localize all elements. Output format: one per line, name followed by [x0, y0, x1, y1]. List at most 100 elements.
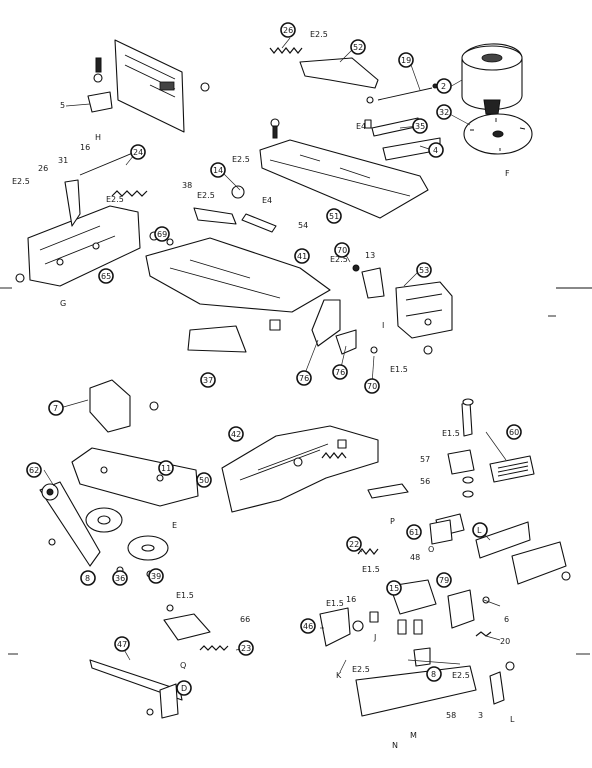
callout-label: 16 [80, 143, 90, 152]
callout-label: 48 [410, 553, 420, 562]
callout-label: E1.5 [442, 429, 460, 438]
callout-label: 47 [117, 640, 127, 649]
callout-label: E [172, 521, 177, 530]
callout-label: E2.5 [310, 30, 328, 39]
callout-label: 53 [419, 266, 429, 275]
callout-label: E2.5 [232, 155, 250, 164]
callout-label: 42 [231, 430, 241, 439]
callout-label: 2 [441, 82, 446, 91]
callout-label: Q [180, 661, 186, 670]
callout-label: 57 [420, 455, 430, 464]
callout-ring [346, 536, 362, 552]
callout-label: 35 [415, 122, 425, 131]
callout-ring [114, 636, 130, 652]
crop-marks [0, 287, 592, 655]
callout-label: 8 [431, 670, 436, 679]
callout-ring [210, 162, 226, 178]
callout-ring [436, 572, 452, 588]
callout-label: 70 [367, 382, 377, 391]
main-slide-plate [259, 118, 429, 219]
callout-label: I [382, 321, 384, 330]
callout-label: 51 [329, 212, 339, 221]
callout-label: E2.5 [197, 191, 215, 200]
pulley-wheels [85, 507, 169, 578]
callout-label: 15 [389, 584, 399, 593]
callout-label: 16 [346, 595, 356, 604]
callout-label: 54 [298, 221, 308, 230]
callout-label: 31 [58, 156, 68, 165]
callout-label: 61 [409, 528, 419, 537]
callout-label: E2.5 [12, 177, 30, 186]
callout-label: E2.5 [330, 255, 348, 264]
callout-ring [48, 400, 64, 416]
callout-label: G [60, 299, 66, 308]
callout-label: E1.5 [176, 591, 194, 600]
callout-label: 24 [133, 148, 143, 157]
slide-rail [89, 604, 229, 719]
connector-block [367, 398, 571, 585]
callout-label: 14 [213, 166, 223, 175]
callout-label: 76 [299, 374, 309, 383]
callout-label: 5 [60, 101, 65, 110]
circuit-board [87, 39, 210, 133]
callout-label: M [410, 731, 417, 740]
callout-label: 23 [241, 644, 251, 653]
callout-label: F [505, 169, 510, 178]
callout-ring [148, 568, 164, 584]
callout-ring [98, 268, 114, 284]
callout-label: E2.5 [106, 195, 124, 204]
callout-label: 66 [240, 615, 250, 624]
callout-label: 60 [509, 428, 519, 437]
callout-ring [80, 570, 96, 586]
callout-ring [200, 372, 216, 388]
callout-label: 26 [283, 26, 293, 35]
callout-label: 79 [439, 576, 449, 585]
callout-label: E1.5 [362, 565, 380, 574]
callout-label: E4 [356, 122, 366, 131]
callout-label: 8 [85, 574, 90, 583]
callout-label: E1.5 [390, 365, 408, 374]
callout-label: N [392, 741, 398, 750]
callout-label: 22 [349, 540, 359, 549]
callout-label: 32 [439, 108, 449, 117]
callout-ring [294, 248, 310, 264]
callout-label: 3 [478, 711, 483, 720]
callout-ring [326, 208, 342, 224]
lower-bracket-group [319, 519, 515, 717]
callout-label: 38 [182, 181, 192, 190]
callout-label: 58 [446, 711, 456, 720]
callout-labels: 26 52 E2.5 19 2 5 32 35 E4 4 F H 24 26 3… [12, 22, 522, 750]
callout-label: L [510, 715, 515, 724]
callout-label: 62 [29, 466, 39, 475]
callout-ring [350, 39, 366, 55]
callout-label: 4 [433, 146, 438, 155]
right-side-bracket [352, 264, 453, 355]
callout-label: K [336, 671, 342, 680]
callout-label: E2.5 [452, 671, 470, 680]
callout-label: 37 [203, 376, 213, 385]
callout-label: 36 [115, 574, 125, 583]
callout-ring [332, 364, 348, 380]
callout-ring [158, 460, 174, 476]
callout-ring [334, 242, 350, 258]
callout-label: 11 [161, 464, 171, 473]
callout-ring [228, 426, 244, 442]
callout-ring [296, 370, 312, 386]
callout-label: 26 [38, 164, 48, 173]
callout-label: 69 [157, 230, 167, 239]
callout-ring [280, 22, 296, 38]
base-plate [145, 185, 378, 355]
callout-ring [436, 78, 452, 94]
callout-ring [426, 666, 442, 682]
callout-ring [416, 262, 432, 278]
callout-ring [364, 378, 380, 394]
callout-ring [506, 424, 522, 440]
callout-label: 7 [53, 404, 58, 413]
callout-label: 76 [335, 368, 345, 377]
callout-ring [112, 570, 128, 586]
callout-label: 20 [500, 637, 510, 646]
callout-ring [196, 472, 212, 488]
leader-lines [43, 37, 507, 673]
callout-label: 13 [365, 251, 375, 260]
